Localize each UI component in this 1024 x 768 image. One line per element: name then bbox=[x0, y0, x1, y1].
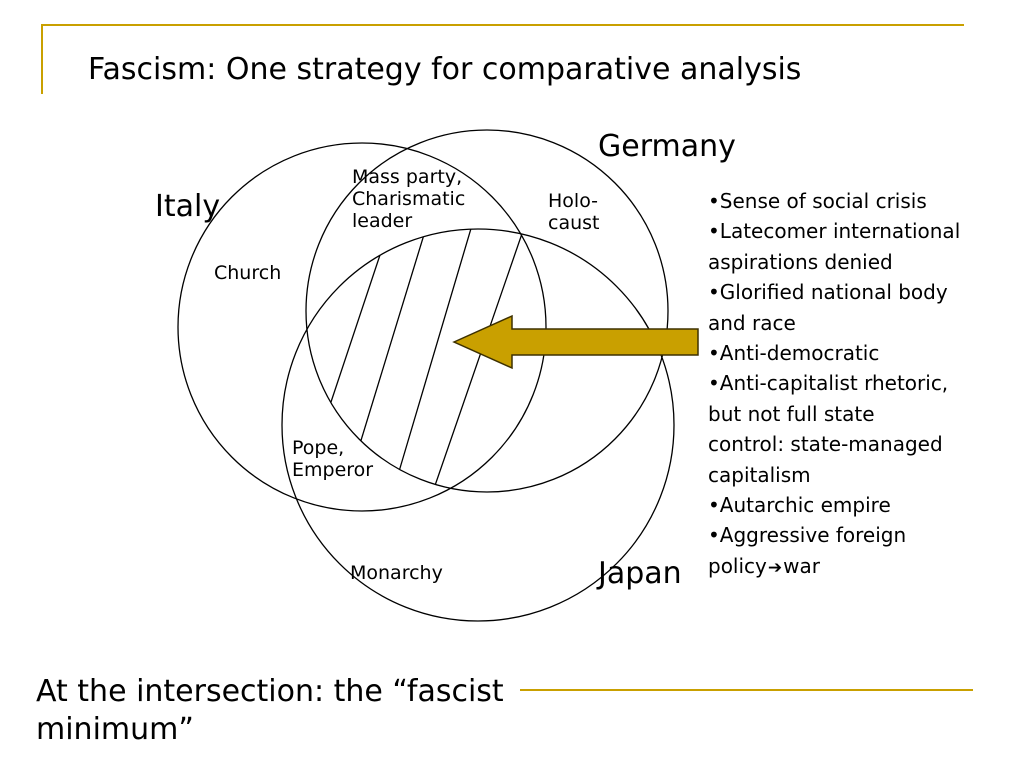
characteristics-list: •Sense of social crisis •Latecomer inter… bbox=[708, 186, 1008, 583]
right-arrow-icon: ➔ bbox=[767, 557, 783, 578]
bullet-line: control: state-managed bbox=[708, 432, 943, 457]
mass-party-label: Mass party, Charismatic leader bbox=[352, 166, 466, 232]
bullet-line: but not full state bbox=[708, 401, 875, 426]
japan-circle bbox=[281, 228, 675, 622]
bullet-line: aspirations denied bbox=[708, 249, 893, 274]
bullet-line: •Sense of social crisis bbox=[708, 189, 927, 213]
germany-circle bbox=[305, 129, 669, 493]
bottom-rule bbox=[520, 689, 973, 691]
slide-title: Fascism: One strategy for comparative an… bbox=[88, 52, 802, 87]
italy-circle bbox=[177, 142, 547, 512]
monarchy-label: Monarchy bbox=[350, 562, 443, 584]
top-rule bbox=[41, 24, 964, 26]
footer-caption: At the intersection: the “fascist minimu… bbox=[36, 674, 504, 747]
holocaust-label: Holo- caust bbox=[548, 190, 600, 234]
intersection-hatching bbox=[324, 229, 526, 492]
bullet-line: •Latecomer international bbox=[708, 219, 961, 244]
bullet-line: and race bbox=[708, 310, 796, 335]
left-arrow-icon bbox=[452, 314, 699, 370]
left-rule bbox=[41, 24, 43, 94]
church-label: Church bbox=[214, 262, 282, 284]
bullet-line: capitalism bbox=[708, 462, 811, 487]
bullet-line: •Anti-democratic bbox=[708, 341, 880, 366]
bullet-line: •Aggressive foreign bbox=[708, 523, 907, 548]
japan-label: Japan bbox=[598, 556, 682, 591]
italy-label: Italy bbox=[155, 189, 221, 224]
germany-label: Germany bbox=[598, 129, 736, 164]
bullet-line: •Autarchic empire bbox=[708, 493, 891, 518]
bullet-line: •Glorified national body bbox=[708, 280, 948, 305]
bullet-line: •Anti-capitalist rhetoric, bbox=[708, 371, 949, 396]
bullet-line-last: policy➔war bbox=[708, 553, 820, 578]
pope-emperor-label: Pope, Emperor bbox=[292, 437, 374, 481]
